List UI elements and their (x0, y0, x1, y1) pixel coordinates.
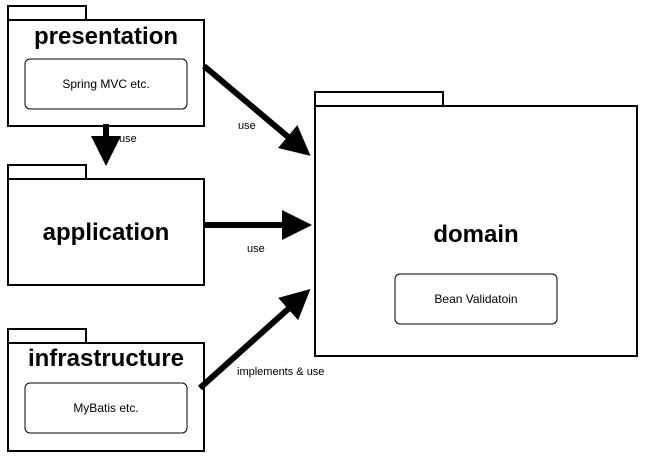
edge-label-presentation-application: use (119, 133, 137, 145)
package-presentation-tab (7, 5, 87, 21)
package-application: application (7, 164, 205, 286)
edge-label-presentation-domain: use (238, 120, 256, 132)
arrow-presentation-to-domain (202, 63, 311, 156)
edge-label-application-domain: use (247, 243, 265, 255)
presentation-inner-label: Spring MVC etc. (62, 77, 149, 91)
package-infrastructure-title: infrastructure (28, 345, 184, 372)
arrow-infrastructure-to-domain (197, 288, 311, 391)
package-application-title: application (43, 219, 170, 246)
package-infrastructure: infrastructure MyBatis etc. (7, 328, 205, 452)
package-application-body (7, 178, 205, 286)
infrastructure-inner-label: MyBatis etc. (73, 401, 138, 415)
presentation-inner-box (24, 58, 188, 110)
package-domain-tab (314, 91, 444, 107)
package-presentation: presentation Spring MVC etc. (7, 5, 205, 127)
domain-inner-label: Bean Validatoin (434, 292, 517, 306)
package-application-tab (7, 164, 87, 180)
infrastructure-inner-box (24, 382, 188, 434)
domain-inner-box (394, 273, 558, 325)
package-domain-title: domain (433, 221, 518, 248)
edge-label-infrastructure-domain: implements & use (237, 366, 324, 378)
package-infrastructure-tab (7, 328, 87, 344)
package-presentation-title: presentation (34, 23, 178, 50)
package-domain: domain Bean Validatoin (314, 91, 638, 357)
